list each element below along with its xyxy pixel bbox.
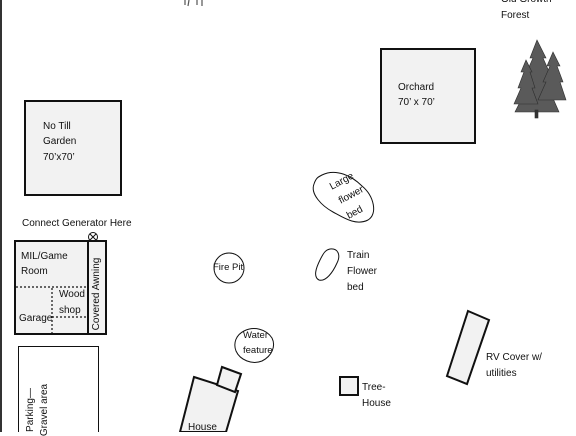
water-feature-label-line1: Water: [243, 330, 268, 341]
mil-garage-shop-complex: [14, 240, 107, 335]
tree-house-shape: [339, 376, 359, 396]
tree-house-label-line2: House: [362, 398, 391, 409]
generator-connection-icon: [88, 232, 98, 242]
top-cutoff-figure-icon: [184, 0, 203, 7]
wood-shop-label-line1: Wood: [59, 289, 85, 300]
orchard-label-line2: 70’ x 70’: [398, 97, 435, 108]
mil-game-room-label-line1: MIL/Game: [21, 251, 68, 262]
forest-label-line2: Forest: [501, 10, 530, 21]
house-shape: [178, 365, 243, 432]
train-flower-bed-label-line1: Train: [347, 250, 370, 261]
forest-label-line1: Old Growth: [501, 0, 552, 8]
parking-area-shape: [18, 346, 99, 432]
train-flower-bed-label-line2: Flower: [347, 266, 378, 277]
train-flower-bed-label-line3: bed: [347, 282, 364, 293]
orchard-plot: [380, 48, 476, 144]
parking-label-line2: Gravel area: [39, 383, 50, 436]
no-till-garden-plot: [24, 100, 122, 196]
generator-label: Connect Generator Here: [22, 218, 132, 229]
fire-pit-circle: [213, 252, 245, 284]
water-feature-label-line2: feature: [243, 345, 273, 356]
tree-house-label-line1: Tree-: [362, 382, 386, 393]
fire-pit-label: Fire Pit: [213, 262, 244, 273]
covered-awning-label: Covered Awning: [91, 257, 102, 331]
mil-game-room-label-line2: Room: [21, 266, 48, 277]
garden-label-line3: 70’x70’: [43, 152, 75, 163]
left-border-line: [0, 0, 2, 432]
train-flower-bed-shape: [315, 248, 340, 281]
water-feature-shape: [234, 328, 275, 363]
pine-trees-icon: [513, 39, 567, 119]
large-flower-bed-shape: [312, 171, 375, 223]
rv-cover-shape: [445, 309, 491, 386]
rv-cover-label-line1: RV Cover w/: [486, 352, 542, 363]
garden-label-line1: No Till: [43, 121, 71, 132]
rv-cover-label-line2: utilities: [486, 368, 517, 379]
garden-label-line2: Garden: [43, 136, 77, 147]
orchard-label-line1: Orchard: [398, 82, 435, 93]
house-label: House: [188, 422, 217, 433]
garage-label: Garage: [19, 313, 53, 324]
wood-shop-label-line2: shop: [59, 305, 81, 316]
